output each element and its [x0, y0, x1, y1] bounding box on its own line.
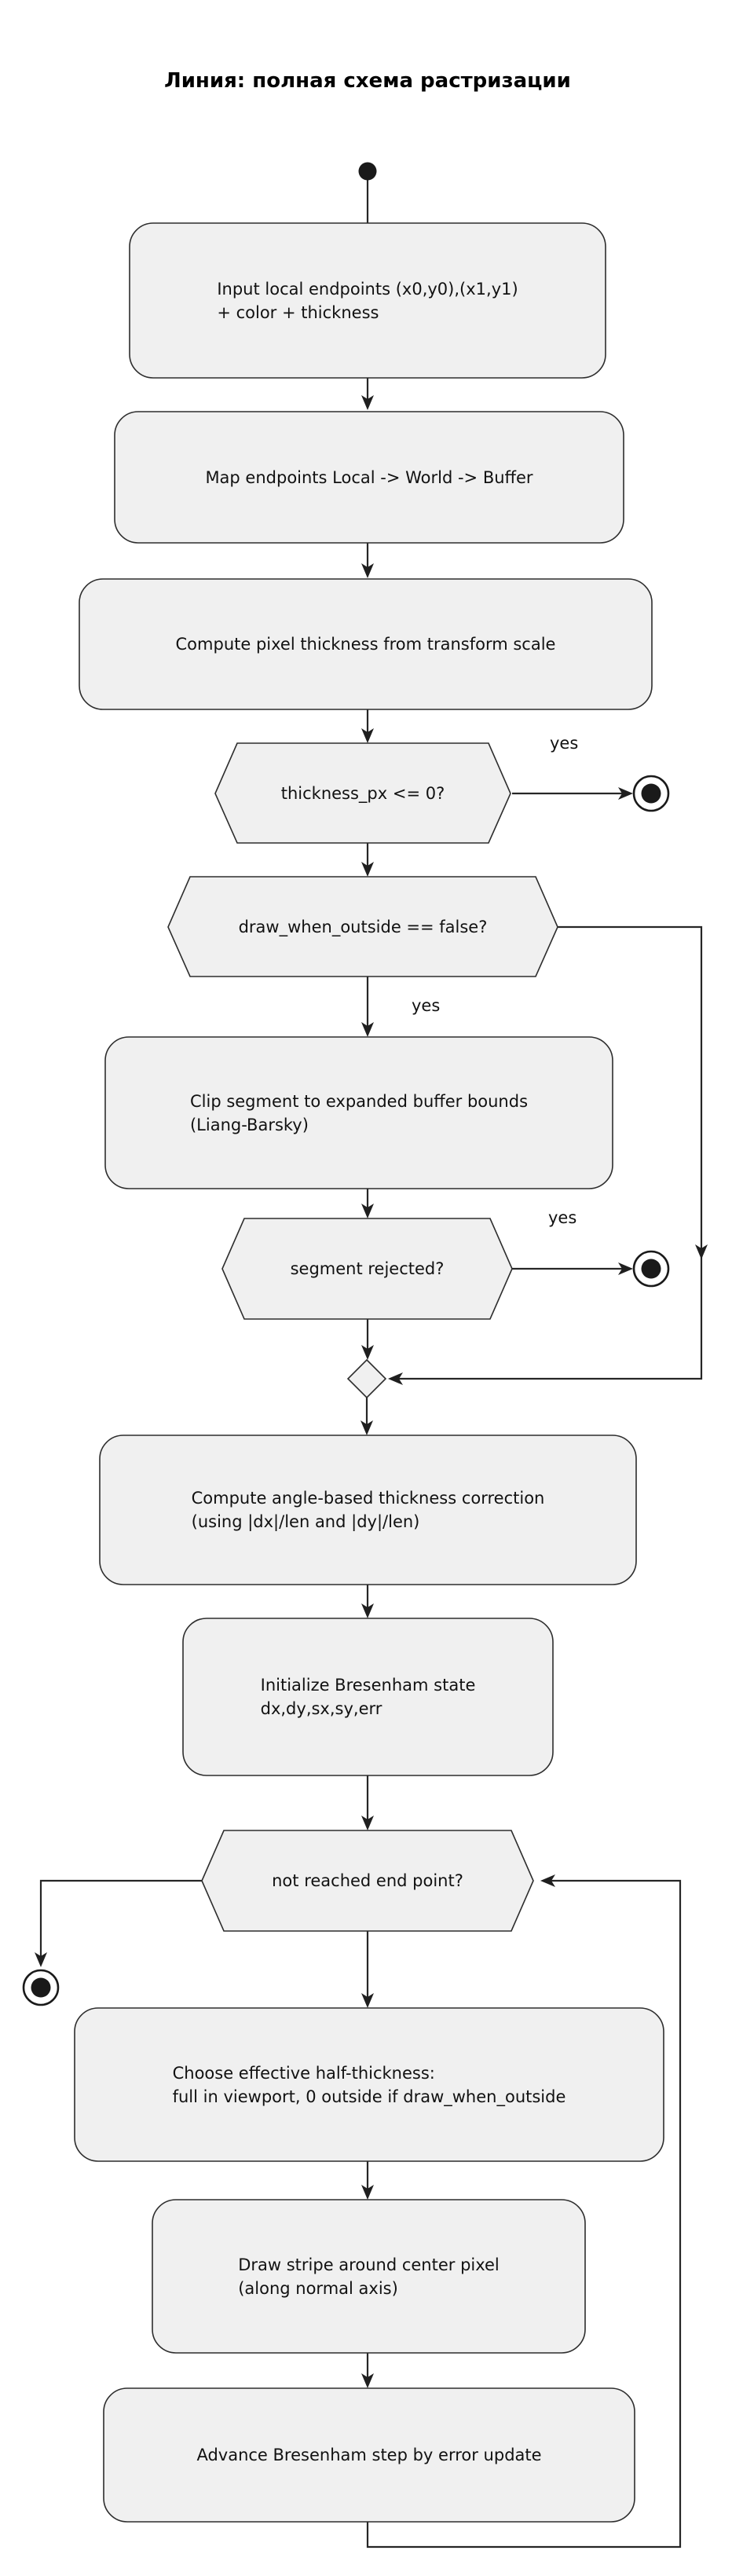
arrowhead-bypass-midline	[695, 1244, 708, 1259]
arrowhead-into-merge	[361, 1345, 374, 1360]
arrowhead-into-pixel-thickness	[361, 563, 374, 578]
arrowhead-into-end-loop	[35, 1952, 47, 1967]
diagram-title: Линия: полная схема растризации	[164, 69, 571, 93]
end-node-thickness-inner	[641, 783, 661, 804]
activity-box-map	[114, 411, 624, 544]
arrowhead-into-map	[361, 395, 374, 410]
activity-box-draw-stripe	[152, 2199, 586, 2354]
edge-outside-no-bypass	[391, 925, 703, 1380]
end-node-rejected-inner	[641, 1259, 661, 1279]
arrowhead-into-init	[361, 1603, 374, 1618]
activity-box-init-bresenham	[182, 1618, 554, 1776]
arrowhead-into-stripe	[361, 2185, 374, 2200]
activity-box-clip	[104, 1036, 613, 1189]
arrowhead-into-angle	[361, 1420, 373, 1435]
decision-hexagon-loop	[201, 1830, 534, 1932]
edge-loop-exit-to-end	[39, 1879, 202, 1964]
arrowhead-into-end-thickness	[618, 787, 633, 800]
arrowhead-into-merge-from-bypass	[388, 1372, 403, 1385]
activity-box-pixel-thickness	[79, 578, 653, 710]
start-node	[358, 162, 377, 181]
activity-box-advance	[103, 2387, 635, 2523]
arrowhead-into-loop-decision	[361, 1816, 374, 1830]
arrowhead-into-thickness-decision	[361, 728, 374, 743]
merge-diamond	[346, 1358, 387, 1399]
arrowhead-into-outside-decision	[361, 862, 374, 877]
activity-box-half-thickness	[74, 2007, 664, 2162]
activity-box-input	[129, 222, 606, 379]
decision-hexagon-thickness	[214, 742, 511, 844]
arrowhead-into-end-rejected	[618, 1262, 633, 1275]
arrowhead-into-clip	[361, 1022, 374, 1037]
arrowhead-into-rejected-decision	[361, 1204, 374, 1218]
decision-hexagon-outside	[167, 876, 558, 977]
edge-advance-loop-back	[366, 1879, 682, 2549]
activity-box-angle-correction	[99, 1435, 637, 1585]
arrowhead-into-advance	[361, 2373, 374, 2388]
end-node-loop-inner	[31, 1977, 51, 1998]
arrowhead-into-half-thickness	[361, 1993, 374, 2008]
arrowhead-loop-back-into-decision	[540, 1874, 555, 1887]
decision-hexagon-rejected	[221, 1218, 513, 1320]
